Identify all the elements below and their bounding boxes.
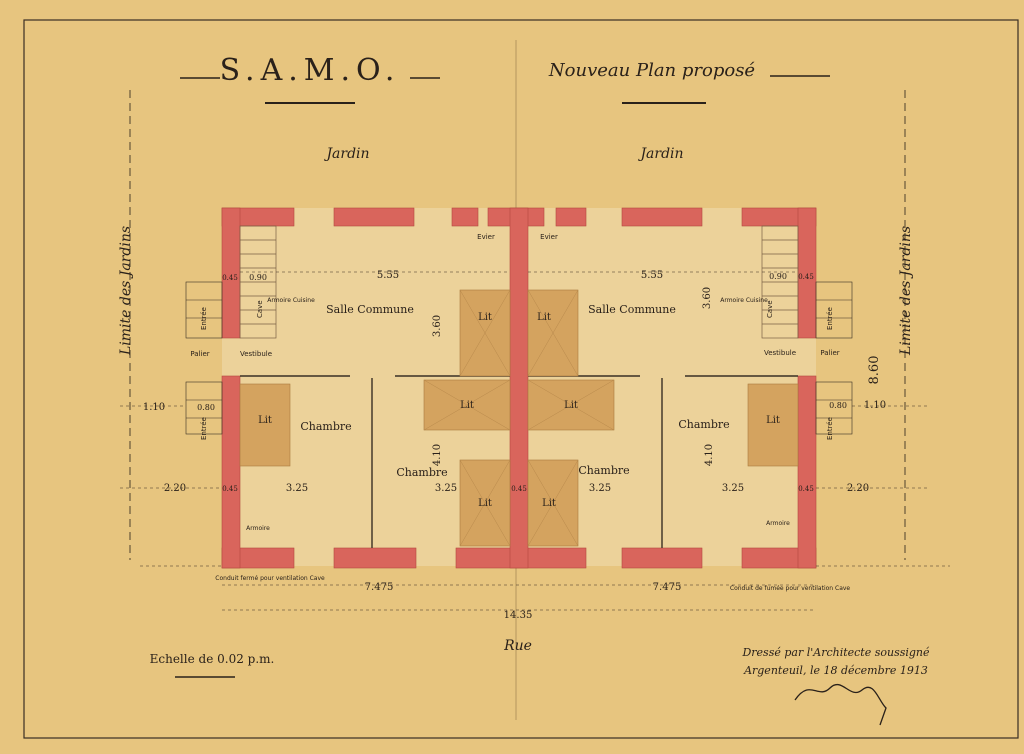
limite-left: Limite des Jardins (118, 226, 134, 356)
entree-2: Entrée (200, 417, 208, 440)
signature-scribble (794, 684, 887, 726)
dim-325-1: 3.25 (286, 483, 308, 494)
bed-diagonals (423, 289, 615, 547)
dim-325-4: 3.25 (722, 483, 744, 494)
bed-label-5: Lit (478, 498, 492, 509)
dim-360-left: 3.60 (432, 315, 443, 337)
cave-left: Cave (256, 300, 264, 318)
signature-line-2: Argenteuil, le 18 décembre 1913 (743, 664, 928, 677)
outer-walls (221, 207, 817, 569)
dim-045-5: 0.45 (798, 485, 814, 493)
salle-commune-left: Salle Commune (326, 303, 414, 316)
jardin-right: Jardin (637, 146, 683, 162)
palier-right: Palier (820, 349, 839, 357)
evier-left: Evier (477, 233, 495, 241)
conduit-right: Conduit de fumée pour ventilation Cave (730, 585, 851, 592)
cave-right: Cave (766, 300, 774, 318)
vestibule-right: Vestibule (764, 349, 796, 357)
jardin-left: Jardin (323, 146, 369, 162)
stairs-left (239, 225, 277, 339)
limite-right: Limite des Jardins (898, 226, 914, 356)
rue-label: Rue (503, 638, 532, 654)
title-plan: Nouveau Plan proposé (548, 60, 756, 81)
chambre-3: Chambre (578, 464, 629, 477)
armoire-cuisine-right: Armoire Cuisine (720, 297, 768, 304)
bed-label-8: Lit (766, 415, 780, 426)
dim-220-right: 2.20 (847, 483, 869, 494)
entree-4: Entrée (826, 417, 834, 440)
dim-360-right: 3.60 (702, 287, 713, 309)
dim-090-left: 0.90 (249, 273, 267, 282)
scale-note: Echelle de 0.02 p.m. (150, 652, 275, 666)
chambre-2: Chambre (396, 466, 447, 479)
bed-label-6: Lit (542, 498, 556, 509)
dim-555-right: 5.55 (641, 270, 663, 281)
dim-110-left: 1.10 (143, 402, 165, 413)
paper-border (23, 19, 1019, 739)
dim-1435: 14.35 (504, 610, 533, 621)
dim-045-4: 0.45 (511, 485, 527, 493)
dim-080-left: 0.80 (197, 403, 215, 412)
armoire-cuisine-left: Armoire Cuisine (267, 297, 315, 304)
entree-3: Entrée (826, 307, 834, 330)
bed-label-2: Lit (537, 312, 551, 323)
dim-555-left: 5.55 (377, 270, 399, 281)
salle-commune-right: Salle Commune (588, 303, 676, 316)
dim-045-2: 0.45 (798, 273, 814, 281)
chambre-4: Chambre (678, 418, 729, 431)
bed-label-4: Lit (564, 400, 578, 411)
dim-860: 8.60 (867, 356, 882, 385)
bed-7 (239, 383, 291, 467)
dim-110-right: 1.10 (864, 400, 886, 411)
ext-steps-left (185, 281, 223, 435)
bed-labels: Lit Lit Lit Lit Lit Lit Lit Lit (258, 312, 780, 509)
vestibule-left: Vestibule (240, 350, 272, 358)
dimension-lines (120, 271, 950, 611)
conduit-left: Conduit fermé pour ventilation Cave (215, 575, 325, 582)
dim-220-left: 2.20 (164, 483, 186, 494)
title-samo: S.A.M.O. (220, 53, 401, 88)
dim-090-right: 0.90 (769, 272, 787, 281)
chambre-1: Chambre (300, 420, 351, 433)
entree-1: Entrée (200, 307, 208, 330)
bed-label-3: Lit (460, 400, 474, 411)
dim-080-right: 0.80 (829, 401, 847, 410)
signature-line-1: Dressé par l'Architecte soussigné (741, 646, 930, 659)
dim-410-right: 4.10 (704, 444, 715, 466)
dim-325-2: 3.25 (435, 483, 457, 494)
dim-325-3: 3.25 (589, 483, 611, 494)
armoire-right: Armoire (766, 520, 790, 527)
dim-7475-right: 7.475 (653, 582, 682, 593)
palier-left: Palier (190, 350, 209, 358)
dim-7475-left: 7.475 (365, 582, 394, 593)
dim-410-left: 4.10 (432, 444, 443, 466)
ext-steps-right (815, 281, 853, 435)
bed-label-7: Lit (258, 415, 272, 426)
dim-045-3: 0.45 (222, 485, 238, 493)
dimensions: 5.55 5.55 3.60 3.60 4.10 4.10 3.25 3.25 … (143, 270, 886, 621)
armoire-left: Armoire (246, 525, 270, 532)
bed-8 (747, 383, 799, 467)
bed-label-1: Lit (478, 312, 492, 323)
dim-045-1: 0.45 (222, 274, 238, 282)
evier-right: Evier (540, 233, 558, 241)
stairs-right (761, 225, 799, 339)
